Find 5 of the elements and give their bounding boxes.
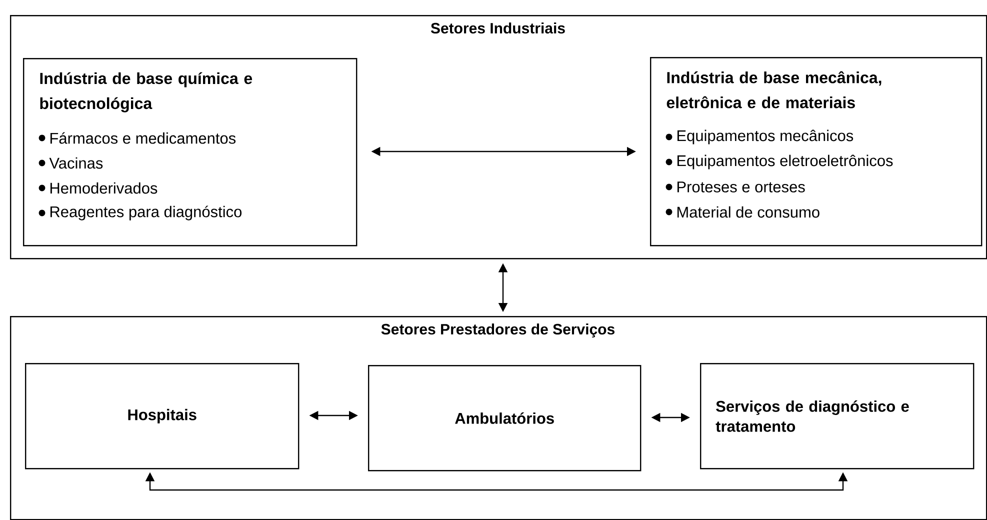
service-box: Serviços de diagnóstico e tratamento xyxy=(700,363,974,470)
service-box: Ambulatórios xyxy=(368,365,642,472)
industry-box: Indústria de base mecânica, eletrônica e de materiais Equipamentos mecânicos Equipamentos eletroeletrônicos Proteses e orteses Material de consumo xyxy=(650,57,982,246)
service-box: Hospitais xyxy=(25,363,300,470)
industry-box: Indústria de base química e biotecnológica Fármacos e medicamentos Vacinas Hemoderivados Reagentes para diagnóstico xyxy=(23,58,358,246)
